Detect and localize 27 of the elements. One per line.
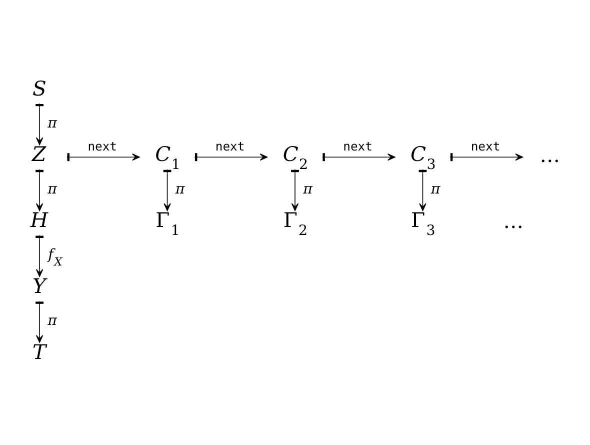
arrow bbox=[36, 300, 44, 342]
node-text: C$_{1}$ bbox=[155, 142, 180, 173]
edge-label: π bbox=[48, 180, 57, 197]
edge-label: π bbox=[303, 180, 312, 197]
edge-label: π bbox=[48, 114, 57, 131]
node-text: Z bbox=[32, 142, 46, 166]
edge-label: next bbox=[470, 139, 500, 154]
edge-label: π bbox=[175, 180, 185, 197]
node-text: C$_{3}$ bbox=[410, 142, 436, 173]
node-text: T bbox=[32, 339, 46, 364]
node-text: C$_{2}$ bbox=[282, 142, 308, 173]
arrow bbox=[36, 234, 44, 276]
edge-label: next bbox=[343, 139, 372, 154]
edge-label: π bbox=[430, 180, 440, 197]
node-text: … bbox=[503, 208, 524, 233]
arrow bbox=[322, 152, 396, 161]
edge-label: next bbox=[88, 139, 117, 154]
node-text: H bbox=[30, 208, 48, 232]
node-text: S bbox=[32, 76, 46, 100]
edge-label: f$_{X}$ bbox=[48, 246, 62, 268]
node-text: Γ$_{1}$ bbox=[156, 208, 180, 239]
node-text: Γ$_{3}$ bbox=[411, 208, 436, 239]
node-text: … bbox=[540, 142, 560, 167]
edge-label: next bbox=[215, 139, 245, 154]
edge-label: π bbox=[48, 312, 57, 329]
node-text: Γ$_{2}$ bbox=[283, 208, 308, 239]
node-text: Y bbox=[32, 273, 46, 298]
